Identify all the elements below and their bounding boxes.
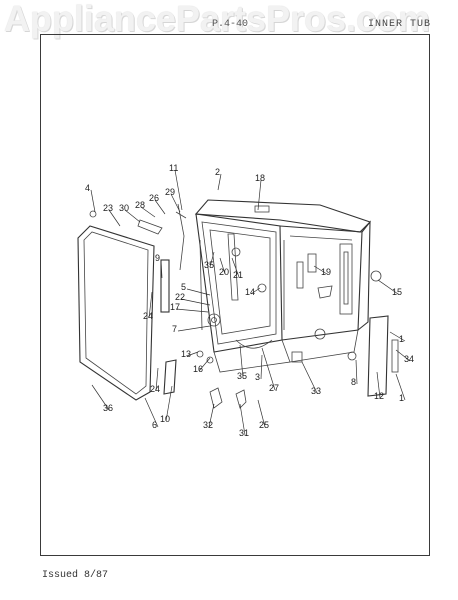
leader-line-2 — [217, 173, 222, 191]
leader-line-34 — [395, 349, 411, 362]
callout-32: 32 — [203, 420, 213, 430]
callout-9: 9 — [155, 253, 160, 263]
callout-21: 21 — [233, 270, 243, 280]
callout-27: 27 — [269, 383, 279, 393]
callout-10: 10 — [160, 414, 170, 424]
leader-line-22 — [180, 298, 211, 306]
issued-date: Issued 8/87 — [42, 570, 109, 581]
callout-leaders — [90, 169, 411, 436]
callout-13: 13 — [181, 349, 191, 359]
callout-18: 18 — [255, 173, 265, 183]
leader-line-18 — [257, 179, 262, 211]
leader-line-35 — [239, 344, 244, 379]
callout-4: 4 — [85, 183, 90, 193]
callout-3: 3 — [255, 372, 260, 382]
leader-line-29 — [170, 193, 181, 213]
callout-1: 1 — [399, 393, 404, 403]
leader-line-3 — [260, 354, 263, 380]
callout-6: 6 — [152, 420, 157, 430]
callout-30: 30 — [119, 203, 129, 213]
leader-line-1 — [389, 331, 406, 342]
callout-33: 33 — [311, 386, 321, 396]
leader-line-8 — [355, 359, 358, 385]
callout-28: 28 — [135, 200, 145, 210]
callout-20: 20 — [219, 267, 229, 277]
leader-line-16 — [198, 357, 211, 372]
leader-line-12 — [376, 371, 381, 399]
leader-line-24 — [148, 291, 153, 319]
leader-line-35 — [209, 251, 215, 268]
callout-19: 19 — [321, 267, 331, 277]
leader-line-7 — [177, 325, 211, 332]
leader-line-19 — [313, 265, 328, 275]
leader-line-9 — [160, 259, 163, 279]
watermark-logo: AppliancePartsPros.com — [4, 0, 431, 39]
callout-35: 35 — [237, 371, 247, 381]
callout-29: 29 — [165, 187, 175, 197]
tub-body — [194, 199, 372, 373]
leader-line-33 — [301, 361, 318, 394]
page-title: INNER TUB — [368, 19, 432, 30]
leader-line-15 — [377, 279, 399, 295]
callout-1: 1 — [399, 334, 404, 344]
callout-15: 15 — [392, 287, 402, 297]
callout-34: 34 — [404, 354, 414, 364]
callout-24: 24 — [150, 384, 160, 394]
callout-22: 22 — [175, 292, 185, 302]
callout-24: 24 — [143, 311, 153, 321]
leader-line-1 — [395, 373, 406, 401]
callout-31: 31 — [239, 428, 249, 438]
leader-line-23 — [108, 209, 121, 227]
leader-line-36 — [91, 384, 110, 411]
callout-12: 12 — [374, 391, 384, 401]
leader-line-11 — [174, 169, 183, 211]
diagram-frame — [40, 34, 430, 556]
leader-line-32 — [208, 403, 215, 428]
leader-line-14 — [250, 287, 261, 295]
side-parts — [89, 203, 399, 409]
callout-2: 2 — [215, 167, 220, 177]
leader-line-10 — [165, 385, 173, 422]
door-gasket — [77, 225, 155, 401]
leader-line-24 — [155, 367, 159, 392]
callout-11: 11 — [169, 163, 178, 173]
leader-line-5 — [186, 288, 211, 296]
leader-line-27 — [261, 347, 276, 391]
leader-line-20 — [219, 257, 226, 275]
leader-line-6 — [144, 397, 159, 428]
leader-line-28 — [140, 206, 156, 218]
leader-line-4 — [90, 189, 96, 213]
callout-17: 17 — [170, 302, 180, 312]
callout-7: 7 — [172, 324, 177, 334]
leader-line-13 — [186, 351, 199, 357]
leader-line-17 — [175, 308, 209, 313]
page-code: P.4-40 — [212, 19, 249, 30]
leader-line-25 — [257, 399, 266, 428]
callout-8: 8 — [351, 377, 356, 387]
callout-16: 16 — [193, 364, 203, 374]
leader-line-30 — [124, 209, 141, 223]
callout-36: 36 — [103, 403, 113, 413]
leader-line-31 — [239, 403, 246, 436]
leader-line-26 — [154, 199, 166, 215]
callout-26: 26 — [149, 193, 159, 203]
callout-25: 25 — [259, 420, 269, 430]
leader-line-21 — [231, 257, 240, 278]
callout-5: 5 — [181, 282, 186, 292]
callout-35: 35 — [204, 260, 214, 270]
callout-23: 23 — [103, 203, 113, 213]
callout-14: 14 — [245, 287, 255, 297]
